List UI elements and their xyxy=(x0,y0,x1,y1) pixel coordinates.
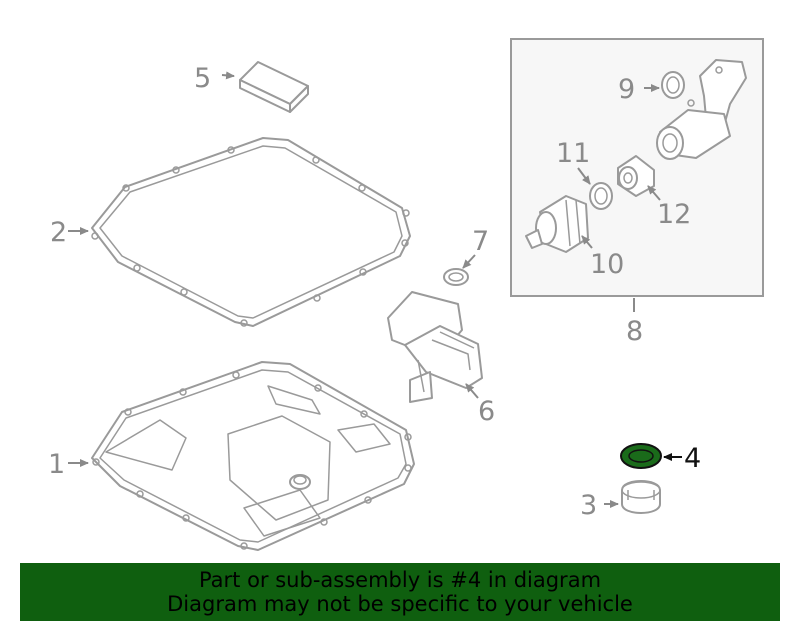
part-6-transmission-filter xyxy=(387,291,483,403)
callout-9: 9 xyxy=(618,74,635,105)
callout-6: 6 xyxy=(478,396,495,427)
part-3-plug xyxy=(621,480,661,514)
callout-4: 4 xyxy=(684,443,701,474)
info-banner: Part or sub-assembly is #4 in diagram Di… xyxy=(20,563,780,621)
callout-11: 11 xyxy=(556,138,590,169)
part-7-o-ring xyxy=(443,268,469,286)
leader-6 xyxy=(465,383,479,399)
callout-10: 10 xyxy=(590,249,624,280)
callout-12: 12 xyxy=(657,199,691,230)
part-2-pan-gasket xyxy=(91,137,411,327)
part-9-o-ring xyxy=(661,71,685,99)
leader-11 xyxy=(577,167,591,185)
leader-12 xyxy=(647,185,661,201)
part-12-bushing xyxy=(617,155,655,197)
banner-line-2: Diagram may not be specific to your vehi… xyxy=(167,592,633,616)
banner-line-1: Part or sub-assembly is #4 in diagram xyxy=(198,568,602,592)
callout-1: 1 xyxy=(48,449,65,480)
callout-2: 2 xyxy=(50,217,67,248)
callout-7: 7 xyxy=(472,226,489,257)
callout-3: 3 xyxy=(580,490,597,521)
part-4-seal xyxy=(620,443,662,469)
part-10-valve xyxy=(525,195,589,253)
part-5-filter-pad xyxy=(239,61,309,113)
part-1-oil-pan xyxy=(91,361,415,551)
part-11-o-ring xyxy=(589,182,613,210)
parts-diagram: 5 2 7 6 xyxy=(48,38,764,551)
housing-body xyxy=(656,59,747,160)
leader-7 xyxy=(462,254,476,269)
leader-5 xyxy=(221,71,235,80)
callout-5: 5 xyxy=(194,63,211,94)
leader-10 xyxy=(581,235,593,249)
callout-8: 8 xyxy=(626,316,643,347)
